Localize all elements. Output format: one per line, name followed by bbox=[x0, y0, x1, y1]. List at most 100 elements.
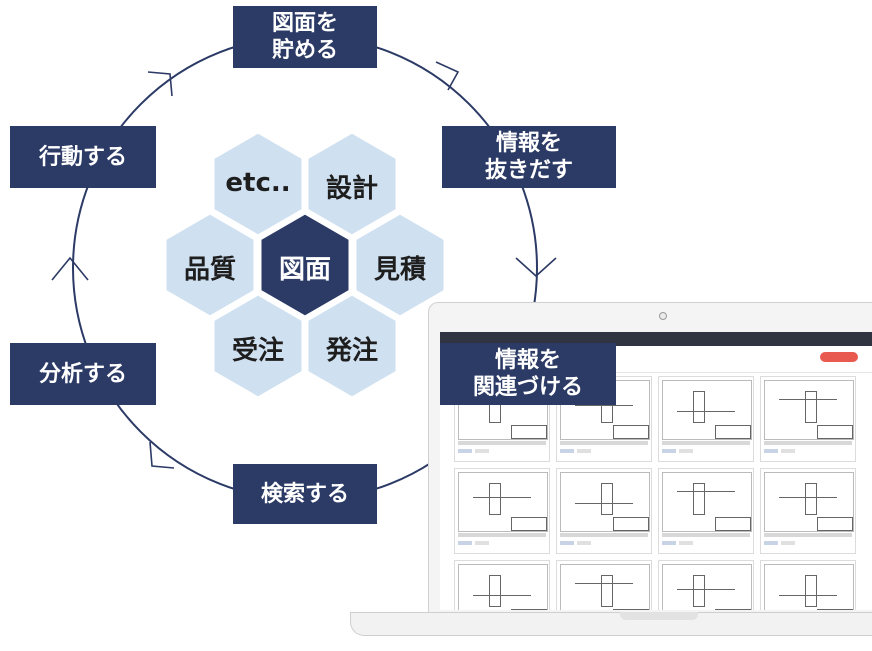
laptop-screen bbox=[440, 332, 872, 610]
drawing-thumbnail bbox=[458, 564, 548, 610]
drawing-part bbox=[601, 575, 613, 607]
drawing-tag bbox=[662, 541, 676, 545]
drawing-part bbox=[693, 575, 705, 607]
drawing-title-block bbox=[613, 609, 649, 610]
hex-etc bbox=[211, 130, 305, 238]
step-relate-info: 情報を 関連づける bbox=[440, 343, 616, 405]
drawing-part bbox=[805, 483, 817, 515]
drawing-card[interactable] bbox=[454, 560, 550, 610]
drawing-meta bbox=[764, 441, 852, 445]
drawing-stroke bbox=[473, 497, 531, 498]
drawing-title-block bbox=[817, 517, 853, 531]
cycle-arrow-right bbox=[515, 257, 557, 278]
step-analyze: 分析する bbox=[10, 343, 156, 405]
drawing-stroke bbox=[779, 497, 837, 498]
drawing-stroke bbox=[779, 399, 837, 400]
upload-button[interactable] bbox=[820, 352, 858, 362]
drawing-tag bbox=[475, 541, 489, 545]
drawing-tag bbox=[577, 541, 591, 545]
drawing-stroke bbox=[677, 589, 735, 590]
drawing-title-block bbox=[511, 517, 547, 531]
drawing-stroke bbox=[575, 583, 633, 584]
drawing-title-block bbox=[511, 425, 547, 439]
drawing-title-block bbox=[715, 425, 751, 439]
drawing-tag bbox=[560, 449, 574, 453]
drawing-title-block bbox=[817, 425, 853, 439]
hex-label-etc: etc.. bbox=[225, 168, 291, 198]
drawing-meta bbox=[560, 533, 648, 537]
drawing-title-block bbox=[613, 425, 649, 439]
hex-quality bbox=[163, 211, 257, 319]
drawing-thumbnail bbox=[764, 564, 854, 610]
step-act: 行動する bbox=[10, 126, 156, 188]
drawing-part bbox=[489, 575, 501, 607]
hex-label-design: 設計 bbox=[325, 174, 378, 204]
laptop-camera bbox=[659, 312, 667, 320]
drawing-tag bbox=[577, 449, 591, 453]
drawing-card[interactable] bbox=[658, 468, 754, 554]
drawing-meta bbox=[662, 441, 750, 445]
drawing-thumbnail bbox=[458, 472, 548, 532]
drawing-tag bbox=[679, 449, 693, 453]
drawing-meta bbox=[662, 533, 750, 537]
drawing-card[interactable] bbox=[760, 376, 856, 462]
drawing-title-block bbox=[817, 609, 853, 610]
drawing-tag bbox=[679, 541, 693, 545]
drawing-card[interactable] bbox=[454, 468, 550, 554]
drawing-thumbnail bbox=[662, 380, 752, 440]
drawing-tag bbox=[560, 541, 574, 545]
drawing-stroke bbox=[677, 491, 735, 492]
drawing-meta bbox=[458, 441, 546, 445]
step-store-drawings: 図面を 貯める bbox=[233, 6, 377, 68]
drawing-card[interactable] bbox=[556, 560, 652, 610]
laptop-base bbox=[350, 612, 872, 636]
drawing-stroke bbox=[473, 595, 531, 596]
drawing-thumbnail bbox=[662, 564, 752, 610]
hex-label-order: 発注 bbox=[325, 336, 378, 366]
drawing-tag bbox=[764, 541, 778, 545]
laptop-base-notch bbox=[620, 612, 698, 620]
hex-receive-order bbox=[211, 292, 305, 400]
drawing-title-block bbox=[511, 609, 547, 610]
drawing-part bbox=[805, 391, 817, 423]
hex-label-receive-order: 受注 bbox=[231, 336, 284, 366]
hex-order bbox=[305, 292, 399, 400]
drawing-tag bbox=[458, 449, 472, 453]
drawing-card[interactable] bbox=[760, 468, 856, 554]
drawing-card[interactable] bbox=[658, 376, 754, 462]
drawing-tag bbox=[475, 449, 489, 453]
drawing-thumbnail bbox=[764, 472, 854, 532]
drawing-card[interactable] bbox=[658, 560, 754, 610]
drawing-tag bbox=[781, 449, 795, 453]
drawing-stroke bbox=[677, 411, 735, 412]
drawing-meta bbox=[458, 533, 546, 537]
drawing-part bbox=[693, 391, 705, 423]
drawing-stroke bbox=[575, 405, 633, 406]
drawing-title-block bbox=[715, 609, 751, 610]
drawing-thumbnail bbox=[560, 472, 650, 532]
cycle-arrow-bottom-left bbox=[149, 441, 175, 469]
drawing-card[interactable] bbox=[760, 560, 856, 610]
drawing-part bbox=[693, 483, 705, 515]
drawing-part bbox=[601, 483, 613, 515]
drawing-tag bbox=[662, 449, 676, 453]
drawing-part bbox=[489, 483, 501, 515]
cycle-arrow-top-right bbox=[435, 61, 460, 91]
drawing-meta bbox=[764, 533, 852, 537]
drawing-tag bbox=[764, 449, 778, 453]
drawing-tag bbox=[781, 541, 795, 545]
cycle-arrow-top-left bbox=[147, 71, 173, 97]
drawing-thumbnail bbox=[662, 472, 752, 532]
drawing-part bbox=[805, 575, 817, 607]
hex-estimate bbox=[353, 211, 447, 319]
step-search: 検索する bbox=[233, 464, 377, 524]
drawing-card[interactable] bbox=[556, 468, 652, 554]
drawing-stroke bbox=[779, 595, 837, 596]
app-header-bar bbox=[440, 332, 872, 346]
drawing-tag bbox=[458, 541, 472, 545]
drawing-title-block bbox=[613, 517, 649, 531]
hex-label-quality: 品質 bbox=[183, 255, 236, 285]
hex-center-drawing bbox=[258, 211, 352, 319]
drawing-stroke bbox=[575, 503, 633, 504]
